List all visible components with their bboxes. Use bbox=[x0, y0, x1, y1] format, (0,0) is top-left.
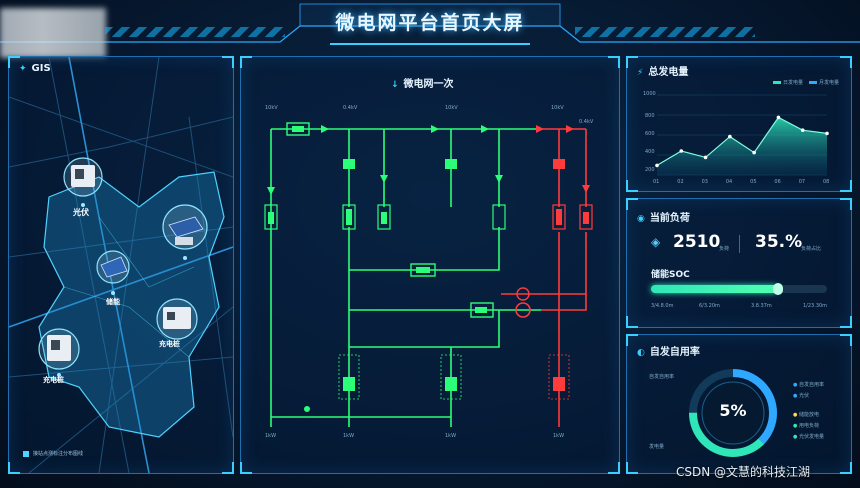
soc-track bbox=[651, 283, 827, 295]
x-tick: 06 bbox=[774, 179, 781, 185]
soc-title: 储能SOC bbox=[651, 270, 690, 280]
load-value: 2510 bbox=[673, 232, 721, 252]
generation-title: ⚡总发电量 bbox=[637, 67, 689, 78]
self-use-donut[interactable] bbox=[627, 335, 851, 473]
soc-tick-4: 1/23.30m bbox=[803, 303, 828, 309]
gis-map[interactable] bbox=[9, 57, 233, 473]
lightning-icon: ⚡ bbox=[637, 68, 644, 78]
single-line-diagram-panel: ↓微电网一次 bbox=[240, 56, 620, 474]
right-label-1: ● 自发自用率 bbox=[793, 382, 824, 388]
bottom-label-1: 1kW bbox=[265, 433, 277, 439]
map-legend: 接站点测标注分布图线 bbox=[33, 451, 84, 457]
y-tick-2: 600 bbox=[645, 131, 655, 137]
left-label-1: 自发自用率 bbox=[649, 374, 675, 380]
legend-month: 月发电量 bbox=[809, 79, 839, 86]
gauge-icon: ◉ bbox=[637, 214, 645, 224]
generation-point[interactable] bbox=[703, 155, 708, 160]
x-tick: 08 bbox=[823, 179, 830, 185]
y-tick-3: 400 bbox=[645, 149, 655, 155]
x-tick: 02 bbox=[677, 179, 684, 185]
soc-knob[interactable] bbox=[772, 283, 783, 295]
gis-title: ✦GIS bbox=[19, 63, 51, 74]
bottom-label-3: 1kW bbox=[445, 433, 457, 439]
divider bbox=[739, 235, 740, 253]
soc-fill bbox=[651, 285, 778, 293]
x-tick: 04 bbox=[725, 179, 733, 185]
x-tick: 03 bbox=[701, 179, 708, 185]
left-label-2: 发电量 bbox=[649, 444, 665, 450]
load-panel: ◉当前负荷 ◈ 2510 负荷 35.% 负荷占比 储能SOC 3/4.8.0m… bbox=[626, 198, 852, 328]
map-node-charger-right[interactable] bbox=[156, 298, 198, 340]
generation-area bbox=[657, 117, 827, 175]
generation-point[interactable] bbox=[655, 163, 659, 168]
x-tick: 07 bbox=[798, 179, 806, 185]
generation-point[interactable] bbox=[752, 150, 756, 155]
generation-point[interactable] bbox=[776, 115, 781, 120]
right-label-4: ● 用电负荷 bbox=[793, 423, 819, 429]
generation-chart[interactable] bbox=[627, 57, 851, 191]
watermark: CSDN @文慧的科技江湖 bbox=[676, 465, 811, 479]
top-label-1: 10kV bbox=[265, 105, 278, 111]
right-label-2: ● 光伏 bbox=[793, 393, 809, 399]
generation-panel: ⚡总发电量 日发电量 月发电量 1000 800 600 400 200 01 0… bbox=[626, 56, 852, 192]
arrow-down-icon: ↓ bbox=[391, 80, 399, 90]
map-node-charger-left[interactable] bbox=[38, 328, 80, 377]
soc-tick-3: 3.8.37m bbox=[751, 303, 772, 309]
x-tick: 05 bbox=[750, 179, 757, 185]
map-label-charger-right: 充电桩 bbox=[159, 340, 180, 348]
donut-arc-primary bbox=[689, 369, 777, 457]
y-tick-4: 200 bbox=[645, 167, 655, 173]
y-tick-0: 1000 bbox=[643, 91, 656, 97]
header-stripe-left bbox=[105, 27, 285, 37]
header: 微电网平台首页大屏 bbox=[0, 0, 860, 58]
bottom-label-4: 1kW bbox=[553, 433, 565, 439]
generation-point[interactable] bbox=[728, 134, 732, 139]
load-unit: 负荷 bbox=[719, 246, 730, 252]
self-use-center: 5% bbox=[719, 401, 747, 420]
self-use-panel: ◐自发自用率 5% 自发自用率 发电量 ● 自发自用率 ● 光伏 ● 储能放电 … bbox=[626, 334, 852, 474]
y-tick-1: 800 bbox=[645, 113, 655, 119]
gis-panel: ✦GIS bbox=[8, 56, 234, 474]
map-node-storage[interactable] bbox=[96, 250, 130, 295]
drop-icon: ◈ bbox=[651, 235, 661, 249]
load-percent: 35.% bbox=[755, 232, 803, 252]
top-label-4: 10kV bbox=[551, 105, 564, 111]
load-percent-unit: 负荷占比 bbox=[801, 246, 822, 252]
location-pin-icon: ✦ bbox=[19, 64, 27, 74]
generation-point[interactable] bbox=[800, 128, 805, 132]
generation-point[interactable] bbox=[825, 131, 829, 136]
generation-line bbox=[656, 116, 828, 166]
load-title: ◉当前负荷 bbox=[637, 213, 690, 224]
right-label-3: ● 储能放电 bbox=[793, 412, 819, 418]
page-title: 微电网平台首页大屏 bbox=[335, 12, 525, 34]
top-label-2: 0.4kV bbox=[343, 105, 358, 111]
self-use-title: ◐自发自用率 bbox=[637, 347, 700, 358]
blurred-logo bbox=[0, 8, 106, 58]
map-node-pv[interactable] bbox=[63, 157, 103, 207]
top-label-3: 10kV bbox=[445, 105, 458, 111]
soc-tick-2: 6/3.20m bbox=[699, 303, 720, 309]
donut-arc-secondary bbox=[689, 369, 777, 457]
soc-tick-1: 3/4.8.0m bbox=[651, 303, 674, 309]
header-stripe-right bbox=[575, 27, 755, 37]
diagram-title: ↓微电网一次 bbox=[391, 79, 454, 90]
map-node-solar[interactable] bbox=[162, 204, 208, 260]
diagram-svg[interactable] bbox=[241, 57, 619, 473]
map-label-charger-left: 充电桩 bbox=[43, 376, 64, 384]
legend-day: 日发电量 bbox=[773, 79, 803, 86]
top-label-5: 0.4kV bbox=[579, 119, 594, 125]
map-label-pv: 光伏 bbox=[73, 208, 89, 217]
pie-icon: ◐ bbox=[637, 348, 645, 358]
bottom-label-2: 1kW bbox=[343, 433, 355, 439]
x-tick: 01 bbox=[653, 179, 660, 185]
right-label-5: ● 光伏发电量 bbox=[793, 434, 824, 440]
generation-point[interactable] bbox=[679, 149, 684, 153]
header-decoration bbox=[0, 3, 860, 45]
map-label-storage: 储能 bbox=[106, 298, 120, 306]
